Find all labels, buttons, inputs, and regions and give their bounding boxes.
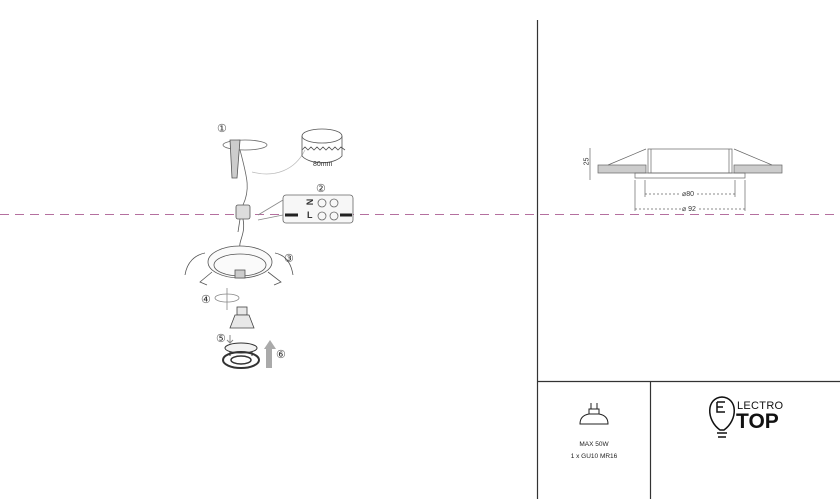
step-6-label: ⑥ [276, 349, 286, 361]
push-up-arrow-icon [264, 340, 276, 368]
step-5-label: ⑤ [216, 333, 226, 345]
outer-diameter-dimension: ⌀ 92 [681, 205, 697, 213]
height-dimension: 25 [583, 157, 591, 166]
hole-saw-icon [301, 128, 346, 164]
downlight-housing [184, 245, 294, 286]
lamp-type-spec: 1 x GU10 MR16 [570, 453, 618, 460]
max-power-spec: MAX 50W [579, 441, 609, 448]
inner-diameter-dimension: ⌀80 [681, 190, 696, 198]
gu10-bulb [229, 306, 255, 329]
brand-name-line1: LECTRO [737, 400, 784, 412]
step-2-label: ② [316, 183, 326, 195]
side-view-drawing [589, 148, 783, 211]
hole-size-label: 80mm [313, 161, 333, 168]
live-label: L [307, 210, 313, 220]
terminal-block [257, 194, 354, 224]
brand-name-line2: TOP [736, 410, 779, 433]
cable-clamp [235, 204, 251, 251]
decor-ring [222, 335, 260, 369]
step-1-label: ① [217, 123, 227, 135]
rotate-arrow-icon [214, 288, 240, 310]
step-4-label: ④ [201, 294, 211, 306]
saw-illustration [222, 139, 306, 206]
neutral-label: N [304, 198, 315, 206]
bulb-icon [579, 403, 609, 425]
step-3-label: ③ [284, 253, 294, 265]
brand-logo-bulb [709, 396, 735, 438]
